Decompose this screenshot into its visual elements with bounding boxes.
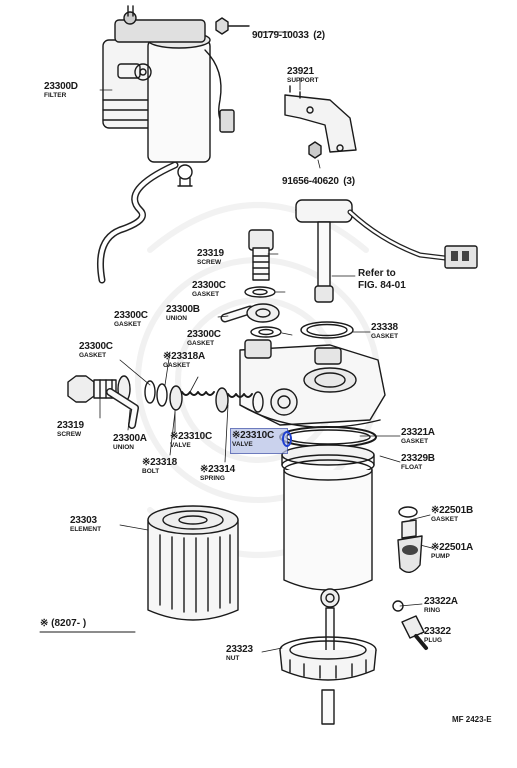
- selected-part-ring: [282, 431, 292, 447]
- label-ring[interactable]: 23322A RING: [424, 596, 458, 614]
- left-valve-stack-drawing: [67, 375, 264, 429]
- label-screw-upper[interactable]: 23319 SCREW: [197, 248, 224, 266]
- label-gasket-321a[interactable]: 23321A GASKET: [401, 427, 435, 445]
- label-nut[interactable]: 23323 NUT: [226, 644, 253, 662]
- upper-gasket-union-stack: [220, 286, 282, 338]
- leader-lines: [99, 31, 433, 653]
- label-support[interactable]: 23921 SUPPORT: [287, 66, 319, 84]
- label-bolt-318[interactable]: ※23318 BOLT: [142, 457, 177, 475]
- label-gasket-left1[interactable]: 23300C GASKET: [114, 310, 148, 328]
- label-top-bolt[interactable]: 90179-10033 (2): [252, 30, 325, 41]
- drain-plug-drawing: [392, 600, 428, 650]
- upper-screw-drawing: [248, 229, 274, 281]
- support-bracket-drawing: [284, 85, 357, 159]
- priming-pump-drawing: [397, 506, 423, 573]
- retaining-nut-drawing: [279, 636, 377, 725]
- label-element[interactable]: 23303 ELEMENT: [70, 515, 102, 533]
- label-spring[interactable]: ※23314 SPRING: [200, 464, 235, 482]
- label-support-bolt[interactable]: 91656-40620 (3): [282, 176, 355, 187]
- label-gasket-left2[interactable]: 23300C GASKET: [79, 341, 113, 359]
- label-gasket-338[interactable]: 23338 GASKET: [371, 322, 399, 340]
- filter-element-drawing: [147, 505, 239, 621]
- label-gasket-a[interactable]: 23300C GASKET: [192, 280, 226, 298]
- label-screw-lower[interactable]: 23319 SCREW: [57, 420, 84, 438]
- label-gasket-318a[interactable]: ※23318A GASKET: [163, 351, 206, 369]
- label-pump[interactable]: ※22501A PUMP: [431, 542, 474, 560]
- gasket-23338-drawing: [300, 321, 354, 339]
- label-union-lower[interactable]: 23300A UNION: [113, 433, 147, 451]
- label-gasket-b[interactable]: 23300C GASKET: [187, 329, 221, 347]
- label-gasket-501b[interactable]: ※22501B GASKET: [431, 505, 474, 523]
- filter-assembly-drawing: [97, 5, 235, 284]
- label-plug[interactable]: 23322 PLUG: [424, 626, 451, 644]
- label-filter[interactable]: 23300D FILTER: [44, 81, 78, 99]
- figure-code: MF 2423-E: [452, 715, 492, 724]
- label-union-upper[interactable]: 23300B UNION: [166, 304, 200, 322]
- sedimenter-head-drawing: [295, 199, 478, 303]
- label-float[interactable]: 23329B FLOAT: [401, 453, 435, 471]
- filter-head-body-drawing: [239, 339, 386, 428]
- reference-note[interactable]: Refer to FIG. 84-01: [358, 268, 406, 291]
- sedimenter-bowl-drawing: [279, 426, 377, 673]
- label-valve-2[interactable]: ※23310C VALVE: [232, 430, 275, 448]
- top-bolt-icon: [215, 17, 250, 35]
- footnote: ※ (8207- ): [40, 618, 87, 629]
- label-valve-1[interactable]: ※23310C VALVE: [170, 431, 213, 449]
